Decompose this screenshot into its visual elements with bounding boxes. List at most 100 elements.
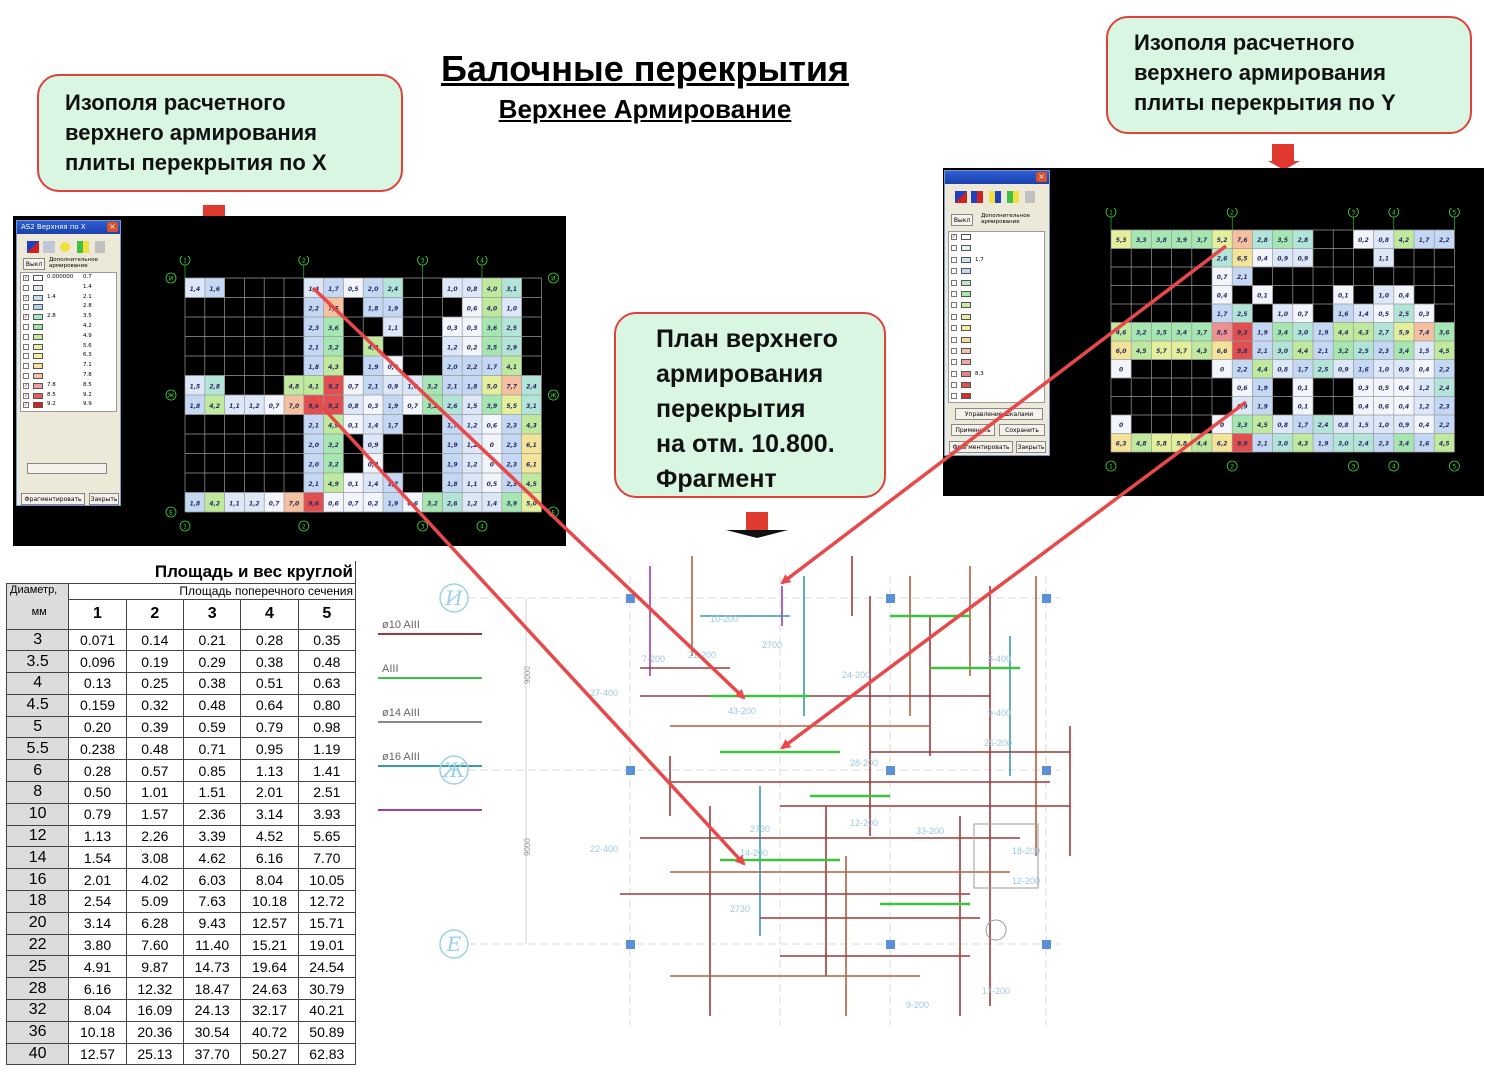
area-cell: 2.01 (68, 868, 127, 892)
legend-checkbox[interactable] (951, 313, 957, 320)
cell-value: 3,3 (1237, 422, 1248, 429)
cell-value: 4,3 (328, 364, 339, 371)
cell-value: 6,3 (1116, 441, 1127, 448)
legend-checkbox[interactable] (951, 370, 957, 377)
grid-cell (1292, 359, 1313, 378)
off-button-x[interactable]: Выкл (23, 258, 45, 270)
cell-value: 5,7 (1156, 348, 1167, 355)
legend-checkbox[interactable]: ✓ (23, 392, 29, 399)
axis-label: И (551, 276, 556, 283)
close-icon[interactable]: × (1036, 172, 1047, 182)
cell-value: 2,1 (308, 422, 319, 429)
legend-checkbox[interactable] (951, 302, 957, 309)
legend-checkbox[interactable] (951, 347, 957, 354)
legend-checkbox[interactable] (951, 245, 957, 252)
cell-value: 1,8 (368, 305, 379, 312)
legend-checkbox[interactable] (951, 325, 957, 332)
legend-checkbox[interactable] (951, 382, 957, 389)
cell-value: 0,3 (368, 403, 379, 410)
legend-checkbox[interactable] (23, 304, 29, 311)
diameter-cell: 22 (5, 933, 70, 957)
grid-cell (1252, 230, 1273, 249)
legend-checkbox[interactable] (951, 336, 957, 343)
cell-value: 4,0 (368, 344, 379, 351)
cell-value: 2,4 (1439, 385, 1450, 392)
area-cell: 0.48 (125, 737, 185, 761)
cell-value: 0,9 (388, 383, 399, 390)
callout-plan-line: Фрагмент (656, 465, 777, 493)
close-icon[interactable]: × (107, 222, 118, 232)
legend-checkbox[interactable]: ✓ (23, 294, 29, 301)
legend-checkbox[interactable] (23, 333, 29, 340)
cell-value: 3,2 (328, 442, 339, 449)
area-cell: 1.19 (297, 737, 357, 761)
legend-checkbox[interactable] (951, 256, 957, 263)
grid-cell (1434, 341, 1455, 360)
legend-checkbox[interactable]: ✓ (23, 275, 29, 281)
cell-value: 4,8 (289, 383, 300, 390)
plan-annotation: 2700 (762, 640, 782, 650)
axis-label: Е (552, 510, 556, 517)
legend-checkbox[interactable]: ✓ (23, 382, 29, 389)
area-cell: 0.159 (68, 693, 127, 717)
apply-button[interactable]: Применить (951, 424, 995, 436)
legend-checkbox[interactable] (951, 268, 957, 275)
off-button-y[interactable]: Выкл (951, 214, 973, 226)
area-cell: 1.13 (240, 759, 299, 783)
fragment-button-y[interactable]: Фрагментировать (949, 441, 1013, 453)
legend-checkbox[interactable] (951, 359, 957, 366)
area-cell: 9.87 (125, 955, 185, 979)
legend-checkbox[interactable] (23, 372, 29, 379)
column-marker (886, 594, 895, 603)
legend-checkbox[interactable]: ✓ (23, 314, 29, 321)
cell-value: 2,8 (209, 383, 220, 390)
cell-value: 4,5 (1136, 348, 1147, 355)
legend-checkbox[interactable]: ✓ (951, 234, 957, 240)
area-cell: 6.03 (182, 868, 242, 892)
grid-cell (1272, 359, 1293, 378)
panel-title-y (945, 171, 1049, 184)
cell-value: 1,5 (1358, 422, 1369, 429)
cell-value: 2,7 (1378, 330, 1389, 337)
axis-bubble (298, 520, 310, 532)
diameter-cell: 28 (5, 977, 70, 1001)
legend-checkbox[interactable]: ✓ (23, 402, 29, 409)
grid-cell (1373, 341, 1394, 360)
save-button[interactable]: Сохранить (999, 424, 1045, 436)
cell-value: 2,5 (1399, 311, 1410, 318)
legend-checkbox[interactable] (23, 353, 29, 360)
axis-label: Е (169, 510, 173, 517)
legend-checkbox[interactable] (23, 363, 29, 370)
panel-toolbar-y (955, 191, 1041, 203)
close-button-y[interactable]: Закрыть (1016, 441, 1046, 453)
legend-checkbox[interactable] (951, 393, 957, 400)
legend-checkbox[interactable] (951, 279, 957, 286)
fragment-button-x[interactable]: Фрагментировать (21, 493, 85, 505)
column-marker (1042, 594, 1051, 603)
legend-checkbox[interactable] (951, 290, 957, 297)
legend-checkbox[interactable] (23, 284, 29, 291)
area-cell: 2.26 (125, 824, 185, 848)
manage-scales-button[interactable]: Управление шкалами (955, 408, 1043, 420)
cell-value: 3,2 (427, 383, 438, 390)
legend-swatch (961, 382, 971, 389)
plan-annotation: 2730 (730, 904, 750, 914)
cell-value: 5,5 (506, 403, 517, 410)
axis-label: 4 (480, 524, 484, 531)
legend-checkbox[interactable] (23, 323, 29, 330)
area-cell: 0.35 (297, 628, 357, 652)
cell-value: 0,7 (1217, 274, 1228, 281)
legend-checkbox[interactable] (23, 343, 29, 350)
axis-label: 3 (1351, 210, 1355, 217)
diameter-cell: 40 (5, 1042, 70, 1066)
area-cell: 24.54 (297, 955, 357, 979)
close-button-x[interactable]: Закрыть (89, 493, 119, 505)
cell-value: 4,3 (1358, 330, 1369, 337)
cell-value: 1,6 (1338, 311, 1349, 318)
